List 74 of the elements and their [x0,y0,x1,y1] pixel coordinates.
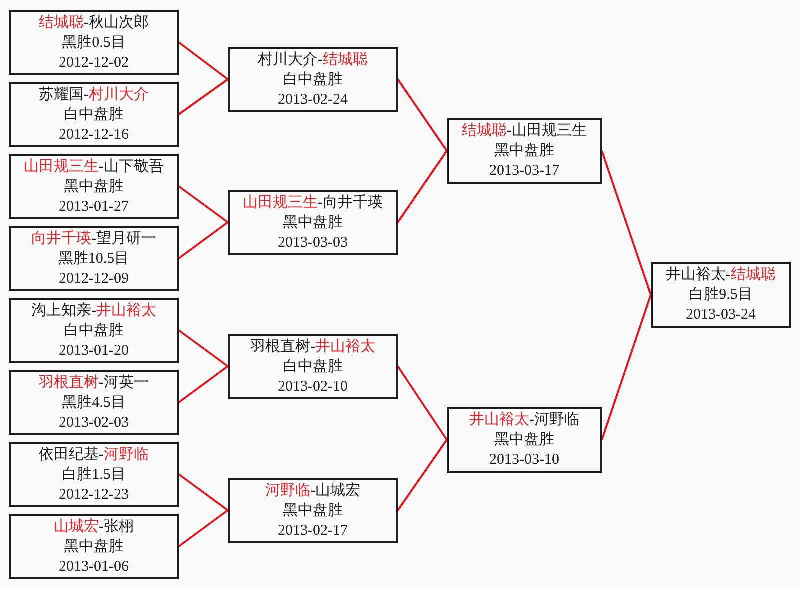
bracket-line [178,474,229,512]
player-names: 结城聪-山田规三生 [462,122,587,141]
match-box [9,154,179,219]
match-date: 2013-03-17 [490,162,560,181]
result-text: 黑中盘胜 [494,142,554,161]
player-names: 依田纪基-河野临 [39,446,149,464]
bracket-line [397,366,448,441]
result-text: 白中盘胜 [283,70,343,90]
match-date: 2013-01-06 [59,558,129,576]
match-box [9,514,179,579]
result-text: 白中盘胜 [64,322,124,340]
bracket-line [178,510,229,548]
match-date: 2013-01-27 [59,198,129,216]
match-box [447,118,602,184]
match-box [228,190,398,255]
match-date: 2013-03-24 [686,306,756,325]
match-date: 2013-03-10 [490,451,560,470]
player-names: 羽根直树-河英一 [39,374,149,392]
bracket-line [178,42,229,80]
match-box [228,334,398,399]
result-text: 黑中盘胜 [283,214,343,232]
bracket-line [178,366,229,404]
result-text: 黑中盘胜 [64,538,124,556]
result-text: 黑胜0.5目 [62,34,126,52]
bracket-line [178,330,229,368]
player-names: 结城聪-秋山次郎 [39,14,149,32]
match-box [9,10,179,75]
match-box [228,47,398,112]
result-text: 白胜1.5目 [62,466,126,484]
bracket-line [601,150,652,296]
match-box [447,407,602,473]
match-box [9,82,179,147]
match-date: 2013-02-17 [278,522,348,540]
player-names: 山田规三生-山下敬吾 [24,158,164,176]
result-text: 白中盘胜 [64,106,124,124]
player-names: 井山裕太-河野临 [470,410,580,430]
match-box [651,262,791,328]
result-text: 白中盘胜 [283,358,343,376]
player-names: 向井千瑛-望月研一 [32,230,156,248]
player-names: 沟上知亲-井山裕太 [32,302,156,320]
result-text: 黑中盘胜 [283,502,343,520]
result-text: 黑中盘胜 [494,430,554,450]
match-box [228,478,398,543]
result-text: 黑胜4.5目 [62,394,126,412]
player-names: 村川大介-结城聪 [258,50,368,70]
player-names: 河野临-山城宏 [266,481,360,500]
bracket-line [397,439,448,512]
player-names: 井山裕太-结城聪 [666,266,776,285]
match-box [9,370,179,435]
match-date: 2013-02-03 [59,414,129,432]
match-date: 2013-03-03 [278,234,348,252]
result-text: 黑胜10.5目 [58,250,130,268]
match-date: 2012-12-16 [59,126,129,144]
bracket-line [397,150,448,224]
match-box [9,298,179,363]
bracket-line [601,294,652,440]
bracket-line [397,78,448,152]
match-date: 2012-12-23 [59,486,129,504]
match-date: 2013-01-20 [59,342,129,360]
player-names: 山田规三生-向井千瑛 [243,194,383,212]
match-box [9,226,179,291]
player-names: 山城宏-张栩 [54,517,134,536]
bracket-line [178,78,229,116]
bracket-line [178,222,229,260]
match-date: 2013-02-10 [278,378,348,396]
result-text: 白胜9.5目 [689,286,753,305]
match-date: 2012-12-09 [59,270,129,288]
match-date: 2013-02-24 [278,90,348,110]
player-names: 羽根直树-井山裕太 [250,338,376,356]
result-text: 黑中盘胜 [64,178,124,196]
match-date: 2012-12-02 [59,54,129,72]
bracket-line [178,186,229,224]
match-box [9,442,179,507]
player-names: 苏耀国-村川大介 [39,86,149,104]
